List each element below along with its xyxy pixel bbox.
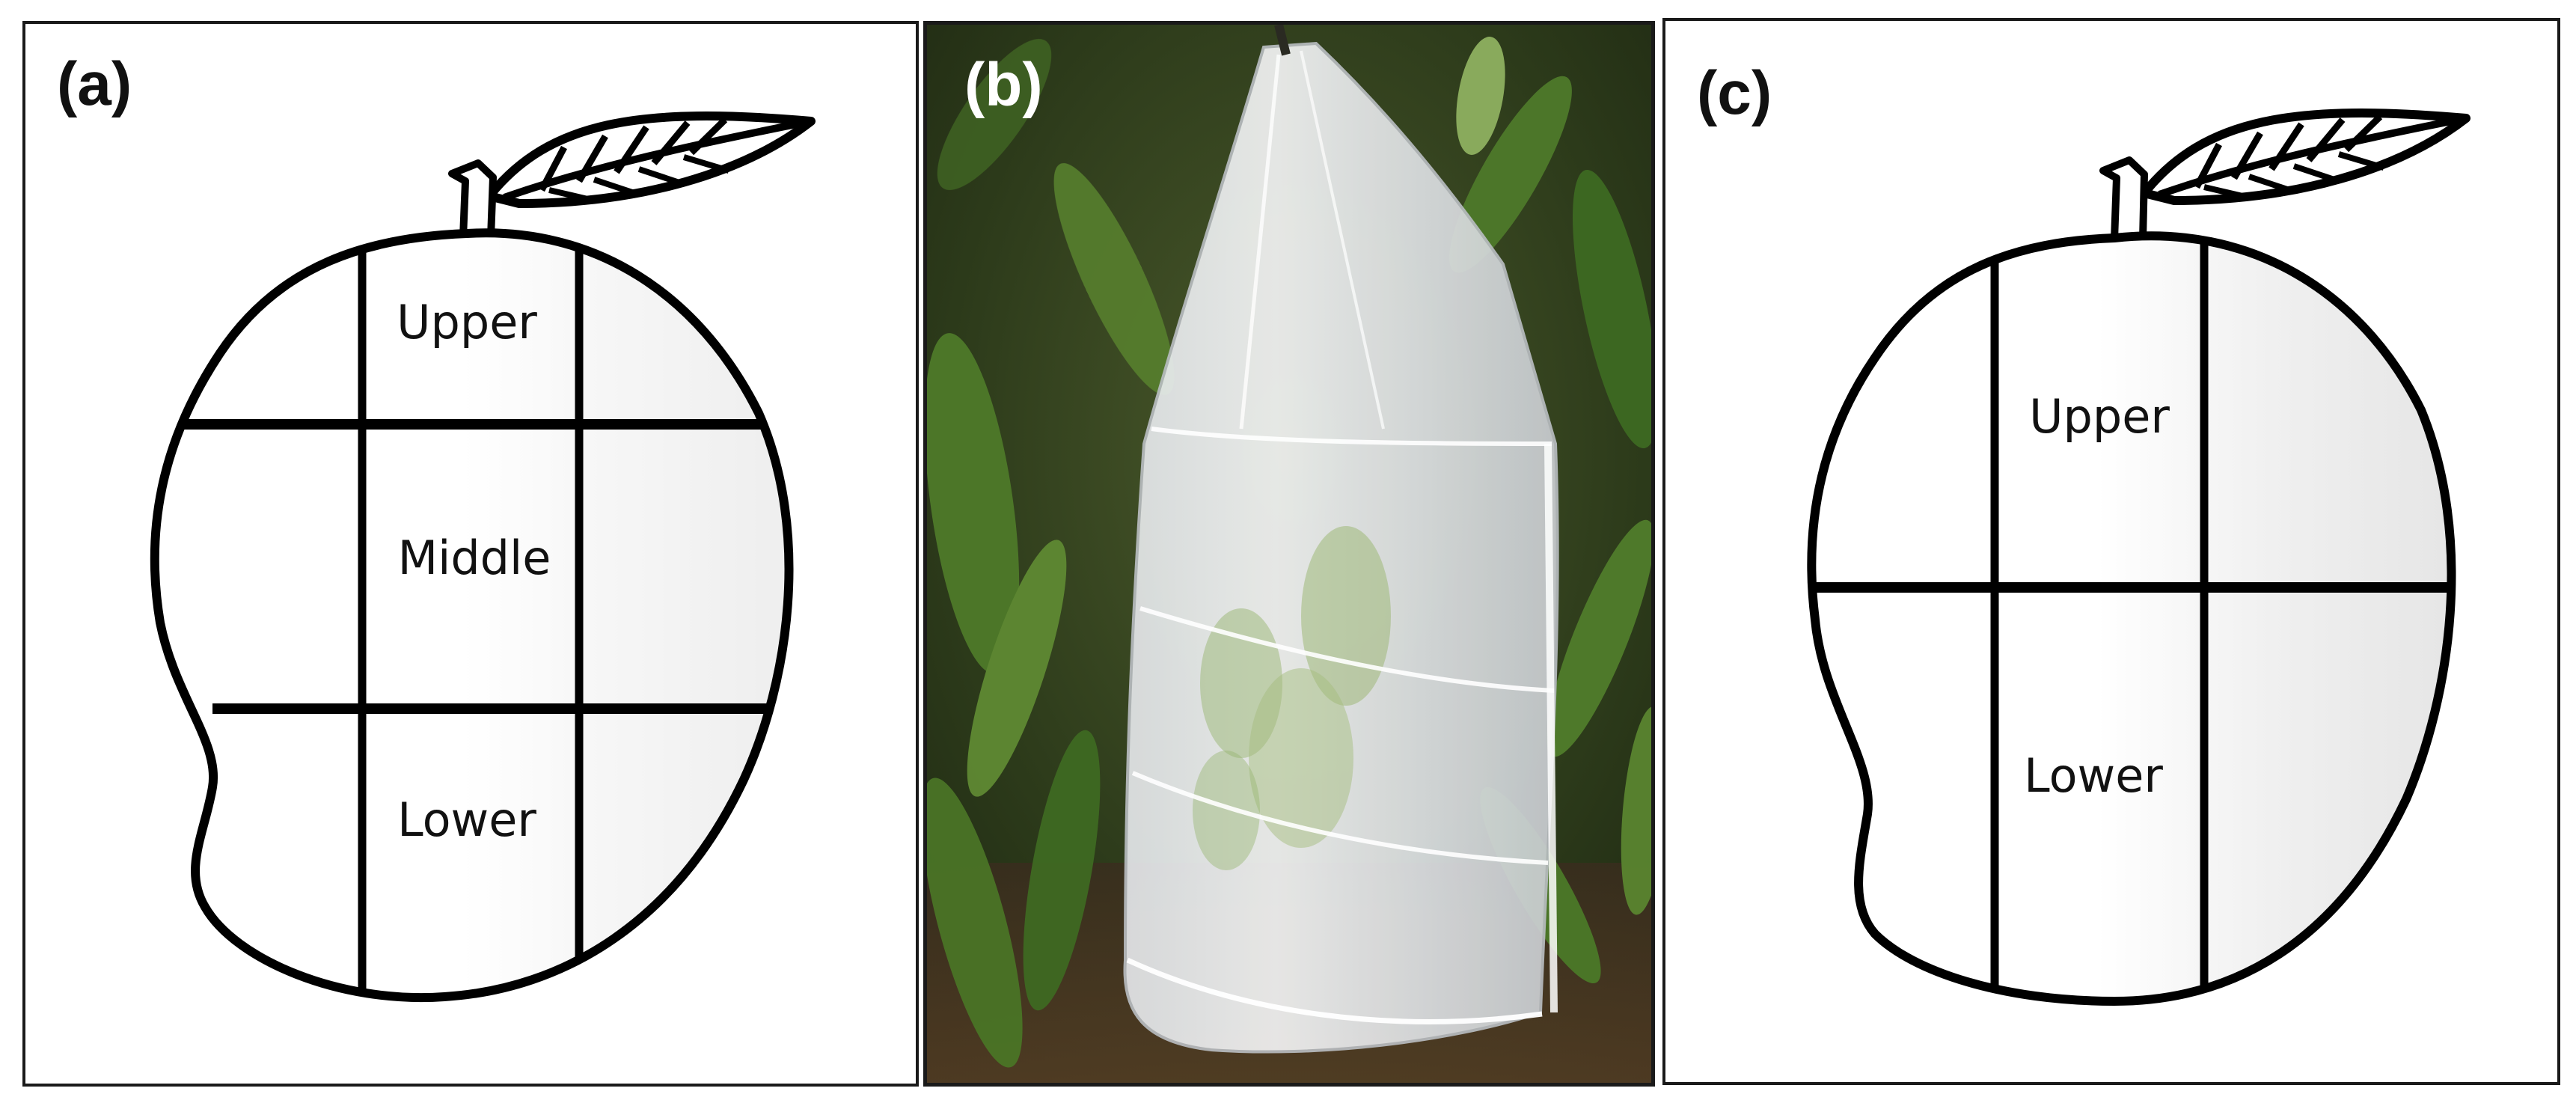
fruit-bag bbox=[1123, 41, 1559, 1054]
zone-label-upper: Upper bbox=[397, 295, 537, 349]
section-grid bbox=[1811, 236, 2452, 1001]
stem-icon bbox=[448, 159, 497, 241]
panel-b-photo: (b) bbox=[923, 21, 1655, 1087]
mango-diagram-three-zones: Upper Middle Lower bbox=[150, 111, 816, 1002]
panel-b-label: (b) bbox=[964, 51, 1043, 119]
leaf-icon bbox=[485, 111, 816, 208]
leaf-icon bbox=[2140, 109, 2471, 205]
zone-label-middle: Middle bbox=[398, 531, 551, 585]
panel-a: (a) bbox=[22, 21, 919, 1087]
mango-outline bbox=[150, 228, 794, 1002]
mango-outline bbox=[1807, 231, 2456, 1006]
zone-label-lower: Lower bbox=[2024, 748, 2163, 803]
stem-icon bbox=[2099, 156, 2148, 243]
panel-c: (c) bbox=[1662, 18, 2560, 1085]
panel-a-label: (a) bbox=[57, 50, 132, 118]
foliage bbox=[927, 37, 1651, 1068]
section-grid bbox=[154, 233, 789, 998]
mango-diagram-two-zones: Upper Lower bbox=[1807, 109, 2471, 1006]
panel-c-label: (c) bbox=[1697, 59, 1772, 127]
zone-label-upper: Upper bbox=[2029, 389, 2170, 444]
bagged-mango-photo bbox=[927, 25, 1651, 1083]
branch bbox=[1274, 25, 1291, 56]
zone-label-lower: Lower bbox=[397, 792, 536, 847]
